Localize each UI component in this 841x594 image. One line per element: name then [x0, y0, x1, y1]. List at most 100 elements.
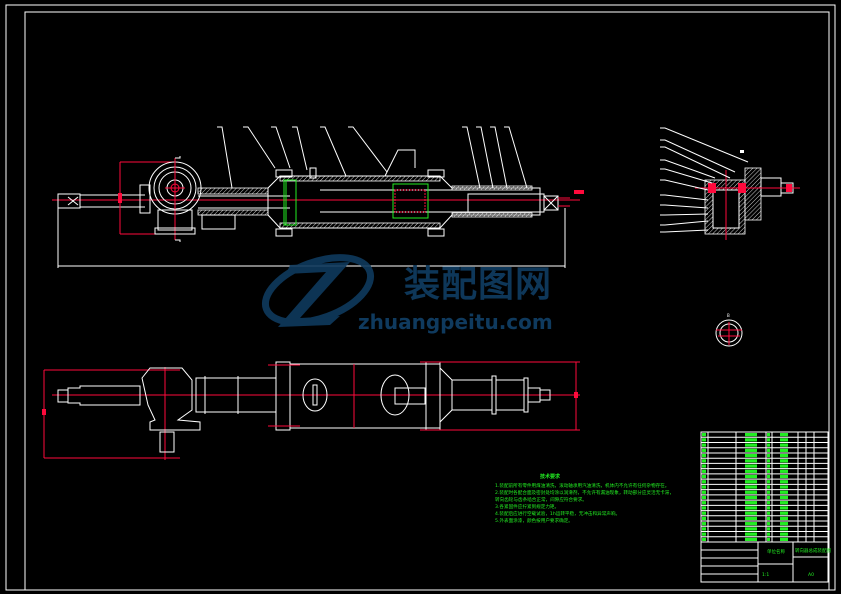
bom-cell-text — [767, 516, 770, 521]
bom-cell-text — [745, 480, 757, 484]
bom-cell-text — [780, 537, 788, 541]
bom-cell-text — [745, 459, 757, 463]
bom-table — [700, 431, 829, 583]
bom-cell-text — [702, 448, 706, 452]
side-section-view — [660, 127, 800, 240]
bom-rows — [701, 436, 828, 575]
bom-cell-text — [780, 438, 788, 442]
watermark-url: zhuangpeitu.com — [358, 310, 553, 334]
bom-cell-text — [780, 459, 788, 463]
bom-cell-text — [780, 516, 788, 521]
bom-cell-text — [780, 485, 788, 489]
bom-cell-text — [745, 474, 757, 479]
bom-green-cells — [702, 433, 788, 541]
bom-cell-text — [702, 537, 706, 541]
bom-cell-text — [702, 443, 706, 447]
bom-cell-text — [702, 506, 706, 510]
bom-cell-text — [702, 516, 706, 521]
bom-cell-text — [780, 448, 788, 452]
bom-cell-text — [702, 474, 706, 479]
bom-cell-text — [745, 464, 757, 468]
bom-cell-text — [702, 480, 706, 484]
bom-cell-text — [780, 501, 788, 505]
tech-req-item: 5.外表面涂漆，颜色按用户要求确定。 — [495, 519, 573, 524]
bom-cell-text — [745, 516, 757, 521]
bom-cell-text — [745, 537, 757, 541]
bom-cell-text — [767, 438, 770, 442]
main-section-view — [52, 126, 584, 268]
bom-cell-text — [745, 511, 757, 515]
bom-cell-text — [767, 448, 770, 452]
bom-cell-text — [780, 464, 788, 468]
bom-cell-text — [767, 527, 770, 531]
bom-cell-text — [745, 532, 757, 536]
bom-cell-text — [780, 490, 788, 494]
tech-req-item: 4.装配后应进行空载试验，1h运转平稳，无冲击和异常声响。 — [495, 512, 621, 517]
bom-cell-text — [745, 527, 757, 531]
technical-requirements: 技术要求 1.装配前所有零件用煤油清洗，滚动轴承用汽油清洗，机体内不允许有任何杂… — [495, 474, 674, 525]
title-block-scale: 1:1 — [762, 572, 769, 578]
bom-cell-text — [767, 459, 770, 463]
bom-cell-text — [745, 506, 757, 510]
tech-req-item: 2.装配时各配合面及密封处均涂以润滑剂，不允许有漏油现象，转动部分应灵活无卡滞， — [495, 491, 674, 496]
bom-cell-text — [780, 474, 788, 479]
detail-label: B — [727, 313, 730, 318]
bom-cell-text — [702, 495, 706, 500]
bom-cell-text — [767, 469, 770, 473]
bom-cell-text — [767, 490, 770, 494]
bom-cell-text — [780, 522, 788, 526]
bom-cell-text — [702, 469, 706, 473]
bom-cell-text — [780, 506, 788, 510]
bom-cell-text — [702, 453, 706, 458]
bom-cell-text — [767, 464, 770, 468]
bom-cell-text — [745, 469, 757, 473]
bom-cell-text — [767, 474, 770, 479]
bom-cell-text — [745, 490, 757, 494]
bom-cell-text — [780, 527, 788, 531]
bom-cell-text — [702, 511, 706, 515]
bom-cell-text — [745, 438, 757, 442]
bom-cell-text — [745, 453, 757, 458]
tech-req-item: 转向齿轮与齿条啮合正常，间隙应符合要求。 — [495, 498, 587, 503]
bom-cell-text — [767, 532, 770, 536]
bom-cell-text — [767, 501, 770, 505]
bom-cell-text — [745, 501, 757, 505]
watermark-chinese: 装配图网 — [404, 264, 553, 305]
bom-cell-text — [780, 469, 788, 473]
bom-cell-text — [767, 522, 770, 526]
bom-cell-text — [767, 506, 770, 510]
bom-cell-text — [702, 532, 706, 536]
bom-cell-text — [702, 433, 706, 437]
bom-cell-text — [745, 443, 757, 447]
bom-cell-text — [745, 495, 757, 500]
bom-cell-text — [767, 453, 770, 458]
bom-cell-text — [767, 537, 770, 541]
title-block-assembly-name: 转向器总成装配图 — [795, 547, 831, 554]
bom-cell-text — [767, 511, 770, 515]
tech-req-item: 3.各紧固件应拧紧到规定力矩。 — [495, 505, 560, 510]
bom-cell-text — [702, 464, 706, 468]
inner-border — [24, 11, 830, 591]
bom-cell-text — [767, 480, 770, 484]
bom-cell-text — [702, 501, 706, 505]
bom-cell-text — [780, 495, 788, 500]
bom-cell-text — [780, 511, 788, 515]
bom-cell-text — [702, 490, 706, 494]
bom-cell-text — [780, 532, 788, 536]
side-leaders — [660, 127, 749, 233]
tech-req-item: 1.装配前所有零件用煤油清洗，滚动轴承用汽油清洗，机体内不允许有任何杂物存在。 — [495, 484, 670, 489]
bom-cell-text — [767, 495, 770, 500]
bom-cell-text — [780, 433, 788, 437]
bom-cell-text — [780, 453, 788, 458]
detail-b-view: B — [715, 313, 743, 347]
bom-cell-text — [745, 448, 757, 452]
bom-cell-text — [767, 485, 770, 489]
bom-cell-text — [745, 433, 757, 437]
bom-cell-text — [745, 522, 757, 526]
bom-cell-text — [702, 459, 706, 463]
title-block-sheet: A0 — [808, 572, 814, 578]
bom-cell-text — [702, 527, 706, 531]
bom-cell-text — [780, 443, 788, 447]
bom-cell-text — [702, 438, 706, 442]
